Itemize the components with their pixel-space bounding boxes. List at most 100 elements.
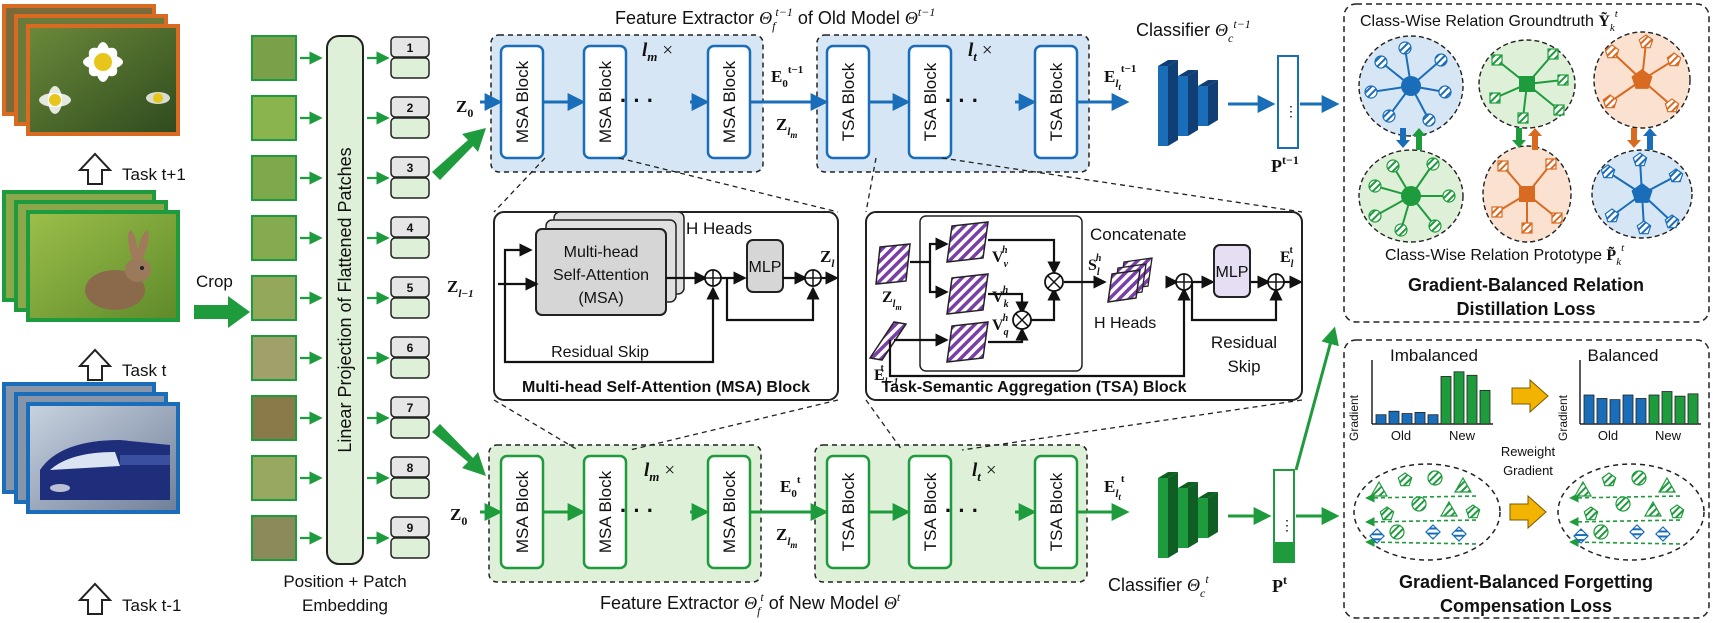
gradient-flow [1569,537,1682,547]
image-patch [251,395,297,441]
tsa-block-label: TSA Block [1047,62,1066,141]
tsa-dots: · · · [945,498,979,523]
imbalanced-label: Imbalanced [1390,346,1478,365]
to-new-model-arrow [432,424,486,476]
patch-token [390,117,430,139]
new-e0: E0t [780,474,801,500]
gradient-bar [1648,394,1660,425]
old-model-title: Feature Extractor Θft−1 of Old Model Θt−… [615,5,935,33]
position-patch-label: Position + Patch [283,572,406,591]
relation-node [1521,222,1533,234]
gradient-axis-label: Gradient [1556,394,1570,441]
relation-node [1368,179,1382,193]
gradient-bar [1635,398,1647,425]
relation-node [1426,157,1440,171]
sample-diamond [1425,524,1441,540]
tsa-detail: Zlm El−1t Vvh Vkh Vqh Slh [865,211,1303,401]
new-z0: Z0 [450,505,467,528]
token-number: 6 [407,341,414,355]
old-lm-repeat: lm× [642,40,673,64]
gradient-bar [1687,393,1699,425]
svg-text:⋮: ⋮ [1280,517,1294,533]
token-number: 8 [407,461,414,475]
relation-node [1636,220,1652,235]
to-old-model-arrow [432,128,486,180]
relation-node [1386,159,1400,173]
tsa-ein: El−1t [874,363,899,388]
position-token [390,216,430,238]
token-number: 4 [407,221,414,235]
relation-node [1547,48,1559,60]
sample-circle [1389,524,1405,540]
relation-node [1668,168,1684,183]
relation-node [1517,112,1529,124]
relation-node [1374,55,1388,69]
task-images: Task t+1 Task t Task t-1 Crop [2,4,250,615]
sample-triangle [1643,500,1663,517]
bullet-train [40,440,170,500]
sample-triangle [1439,500,1459,517]
relation-node [1638,34,1654,49]
msa-block-label: MSA Block [513,60,532,143]
tsa-skip-label: Skip [1227,357,1260,376]
relation-node [1604,44,1620,59]
relation-node [1422,113,1436,127]
tsa-mlp-box [1213,244,1251,298]
tsa-block-label: TSA Block [1047,472,1066,551]
old-axis-label: Old [1598,428,1618,443]
old-axis-label: Old [1391,428,1411,443]
msa-dots: · · · [620,498,654,523]
msa-zout: Zl [820,247,835,270]
sample-pentagon [1669,504,1685,519]
sample-pentagon [1379,506,1395,521]
gradient-bar [1440,376,1452,425]
old-lt-repeat: lt× [968,40,993,64]
gradient-bar [1583,394,1595,425]
relation-node [1664,214,1680,229]
old-prob-label: Pt−1 [1271,153,1299,176]
relation-node [1434,53,1448,67]
classifier-layer [1158,478,1168,558]
tsa-vq: Vqh [992,313,1009,338]
relation-panel: Class-Wise Relation Groundtruth Ỹkt Cla… [1343,3,1710,323]
tsa-vv-box [946,221,989,263]
old-z0: Z0 [456,97,473,120]
patch-token [390,57,430,79]
tsa-vq-box [946,321,989,363]
relation-node [1545,158,1557,170]
tsa-block-label: TSA Block [839,62,858,141]
svg-text:MLP: MLP [749,259,782,276]
tsa-zlm-parallelogram [875,243,911,285]
gradient-bar [1414,411,1426,425]
classifier-layer [1198,498,1208,538]
svg-text:Self-Attention: Self-Attention [553,267,649,284]
sample-pentagon [1465,504,1481,519]
patch-token [390,477,430,499]
msa-block-label: MSA Block [596,470,615,553]
reweight-gradient-label: Gradient [1503,463,1553,478]
msa-zin: Zl−1 [447,277,474,300]
image-patch [251,215,297,261]
position-token [390,396,430,418]
new-prob-label: Pt [1272,573,1287,596]
relation-loss-line2: Distillation Loss [1456,299,1595,319]
relation-node [1664,98,1680,113]
balanced-label: Balanced [1588,346,1659,365]
image-patch [251,35,297,81]
old-prob-vector [1277,55,1299,149]
relation-direction-arrow [1412,128,1426,150]
gradient-bar [1466,374,1478,425]
gradient-flow [1569,517,1682,527]
sample-diamond [1629,524,1645,540]
image-patch [251,155,297,201]
reweight-label: Reweight [1501,444,1556,459]
gradient-bar [1479,389,1491,425]
sample-circle [1411,496,1427,512]
old-model: Feature Extractor Θft−1 of Old Model Θt−… [456,5,1299,176]
sample-triangle [1453,476,1473,493]
relation-direction-arrow [1512,128,1526,148]
sample-diamond [1573,528,1589,544]
sample-pentagon [1601,472,1617,487]
msa-block-label: MSA Block [720,60,739,143]
